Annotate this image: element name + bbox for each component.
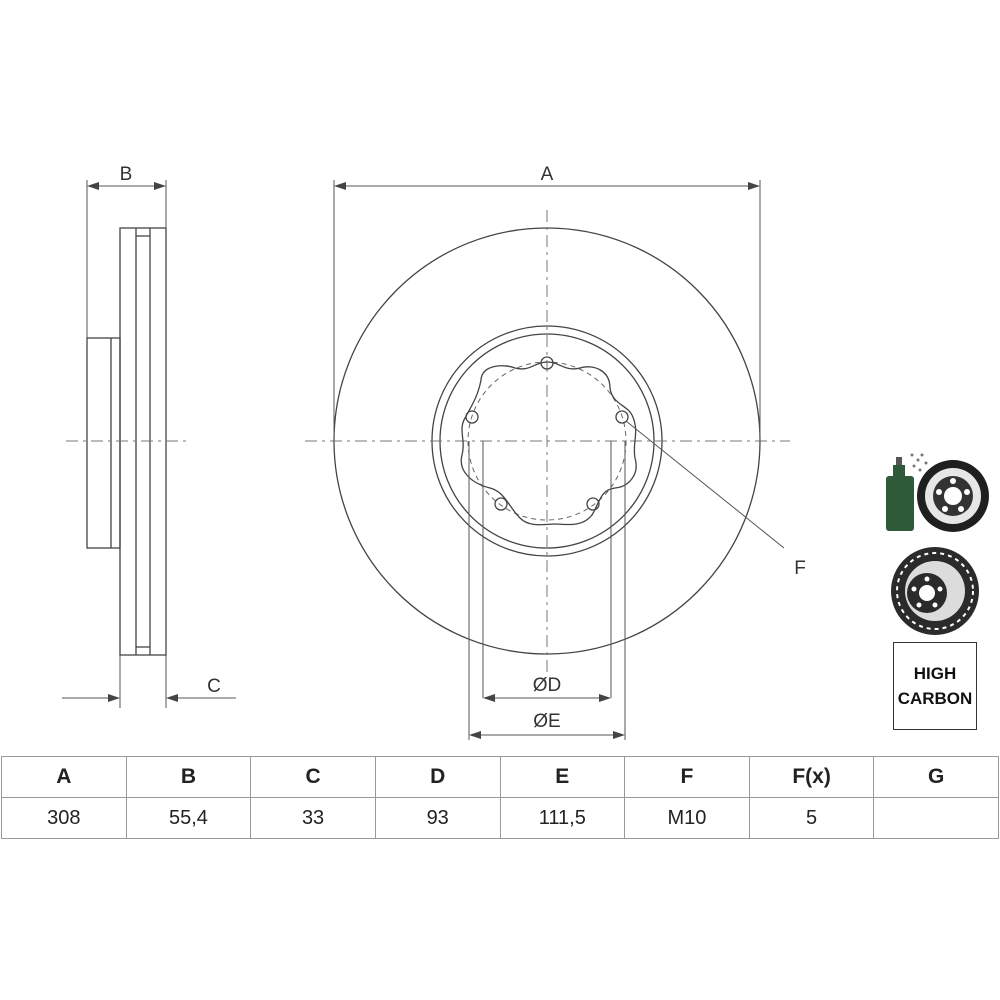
- label-b: B: [120, 164, 133, 185]
- high-carbon-badge: HIGH CARBON: [893, 642, 977, 730]
- header-g: G: [873, 756, 999, 798]
- header-f: F: [624, 756, 750, 798]
- header-d: D: [374, 756, 501, 798]
- spec-table: A B C D E F F(x) G 308 55,4 33 93 111,5 …: [1, 756, 999, 839]
- brake-disc-drawing: B C: [62, 164, 989, 740]
- value-b: 55,4: [125, 797, 252, 839]
- dimension-a: A: [333, 164, 761, 441]
- dimension-d: ØD: [483, 675, 611, 702]
- value-d: 93: [374, 797, 501, 839]
- leader-f: F: [625, 420, 806, 579]
- value-a: 308: [1, 797, 127, 839]
- value-c: 33: [250, 797, 376, 839]
- disc-side-view: [66, 180, 190, 708]
- label-d: ØD: [533, 675, 562, 696]
- dimension-e: ØE: [469, 711, 625, 739]
- dimension-b: B: [87, 164, 166, 190]
- disc-front-icon: [917, 460, 989, 532]
- spec-header-row: A B C D E F F(x) G: [1, 756, 999, 798]
- disc-front-view: [305, 210, 790, 740]
- spec-value-row: 308 55,4 33 93 111,5 M10 5: [1, 797, 999, 839]
- header-fx: F(x): [748, 756, 875, 798]
- spray-coating-icon: [886, 453, 928, 531]
- header-a: A: [1, 756, 127, 798]
- label-a: A: [541, 164, 554, 185]
- value-e: 111,5: [499, 797, 626, 839]
- value-g: [873, 797, 999, 839]
- label-e: ØE: [533, 711, 560, 732]
- value-f: M10: [624, 797, 750, 839]
- label-f: F: [794, 558, 806, 579]
- value-fx: 5: [748, 797, 875, 839]
- header-b: B: [125, 756, 252, 798]
- header-e: E: [499, 756, 626, 798]
- vented-disc-icon: [891, 547, 979, 635]
- label-c: C: [207, 676, 221, 697]
- badge-line-1: HIGH: [913, 664, 957, 683]
- header-c: C: [250, 756, 376, 798]
- dimension-c: C: [62, 676, 236, 702]
- badge-line-2: CARBON: [897, 689, 973, 708]
